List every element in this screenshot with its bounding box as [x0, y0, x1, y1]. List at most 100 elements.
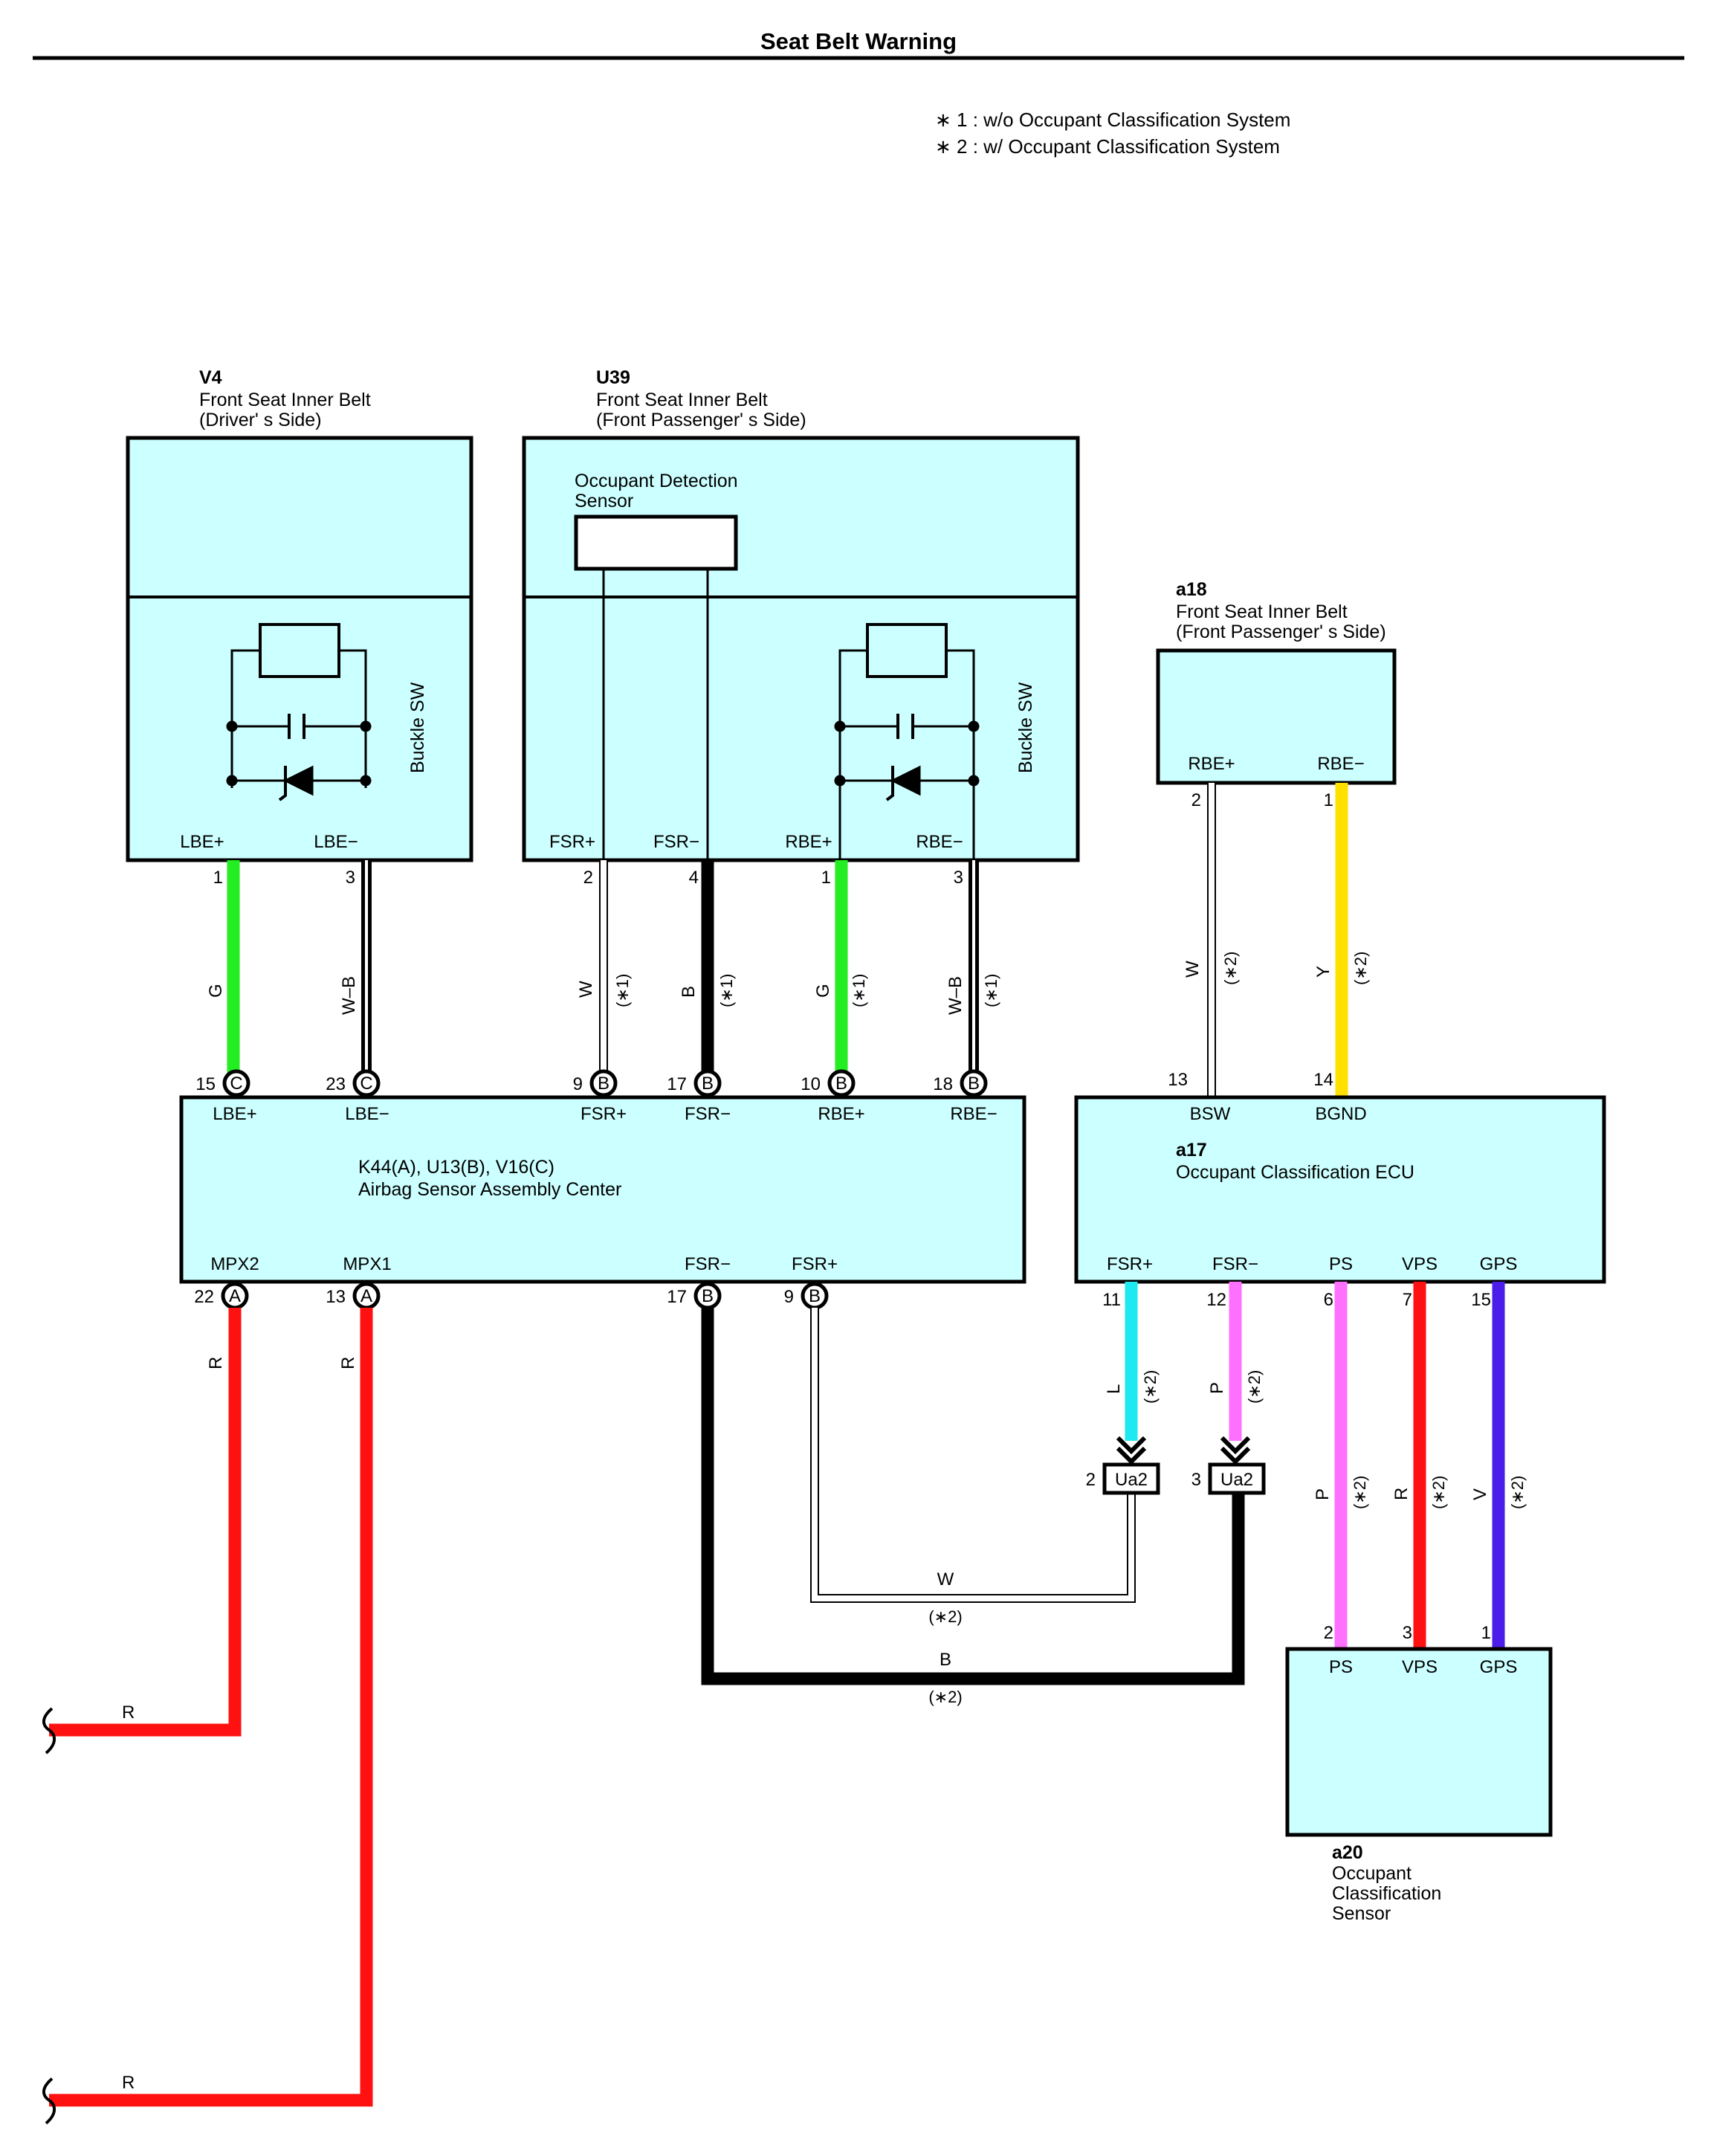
airbag-center-box: [179, 1095, 1026, 1284]
center-pin-fsr-minus: FSR−: [685, 1104, 731, 1124]
wire-ecu-fsr-minus-note: (∗2): [1245, 1370, 1264, 1404]
center-bottom-pin-22: 22: [194, 1287, 214, 1307]
wire-ps-color: P: [1313, 1488, 1333, 1500]
center-bottom-pin-13: 13: [326, 1287, 346, 1307]
u39-code: U39: [596, 367, 630, 388]
u39-pin-num-2: 2: [583, 868, 593, 888]
center-name: Airbag Sensor Assembly Center: [358, 1179, 621, 1200]
wire-rbe-minus-upper-color: W–B: [945, 976, 966, 1015]
u39-buckle-sw-label: Buckle SW: [1015, 682, 1036, 773]
wire-fsr-plus-lower-note: (∗2): [928, 1607, 962, 1626]
ua2-connector-1: [1102, 1462, 1160, 1495]
a17-bottom-pin-7: 7: [1403, 1290, 1412, 1310]
center-pin-mpx2: MPX2: [210, 1254, 259, 1274]
component-a17: 13 14 BSW BGND a17 Occupant Classificati…: [1074, 1070, 1606, 1310]
component-a18: a18 Front Seat Inner Belt (Front Passeng…: [1156, 579, 1397, 810]
center-conn-letter-5: B: [835, 1074, 847, 1094]
a17-code: a17: [1176, 1140, 1207, 1161]
center-pin-rbe-plus: RBE+: [818, 1104, 864, 1124]
u39-sensor-label-2: Sensor: [575, 491, 633, 511]
ua2-pin-2: 2: [1086, 1470, 1096, 1490]
wire-ps-note: (∗2): [1351, 1476, 1369, 1509]
a17-bottom-pin-6: 6: [1324, 1290, 1333, 1310]
wire-fsr-plus-upper-note: (∗1): [613, 974, 632, 1007]
ua2-label-2: Ua2: [1220, 1470, 1253, 1490]
a17-bottom-pin-15: 15: [1471, 1290, 1491, 1310]
v4-pin-num-3: 3: [346, 868, 355, 888]
center-pin-fsr-plus-bottom: FSR+: [792, 1254, 838, 1274]
wire-lbe-minus-color: W–B: [339, 976, 359, 1015]
wire-fsr-minus-lower-note: (∗2): [928, 1688, 962, 1706]
wire-lbe-plus-color: G: [206, 984, 226, 998]
wire-mpx2: [49, 1308, 242, 1737]
page-title: Seat Belt Warning: [760, 28, 957, 54]
a17-bottom-pin-12: 12: [1206, 1290, 1226, 1310]
v4-pin-lbe-minus: LBE−: [314, 832, 358, 852]
a20-name-line1: Occupant: [1332, 1863, 1412, 1884]
wire-fsr-minus-lower: [701, 1308, 1245, 1685]
v4-buckle-sw-label: Buckle SW: [407, 682, 428, 773]
v4-pretensioner-circuit: [226, 623, 372, 801]
wire-fsr-plus-upper-color: W: [576, 981, 596, 998]
wire-fsr-minus-upper-note: (∗1): [717, 974, 736, 1007]
v4-pin-num-1: 1: [213, 868, 223, 888]
u39-pin-rbe-minus: RBE−: [916, 832, 963, 852]
a17-bottom-pin-11: 11: [1102, 1290, 1121, 1310]
lower-wires: R R R R B (∗2) W (∗2) L (∗2) P (∗2) Ua2: [42, 1282, 1527, 2125]
wire-mpx1-color: R: [338, 1357, 358, 1369]
wire-ecu-fsr-plus-color: L: [1104, 1384, 1124, 1394]
u39-pin-rbe-plus: RBE+: [785, 832, 832, 852]
component-u39: U39 Front Seat Inner Belt (Front Passeng…: [522, 367, 1080, 888]
a20-pin-num-3: 3: [1403, 1623, 1412, 1643]
u39-name-line1: Front Seat Inner Belt: [596, 390, 768, 410]
wire-mpx1: [49, 1308, 373, 2107]
wire-mpx2-color: R: [206, 1357, 226, 1369]
wire-ecu-fsr-plus-note: (∗2): [1141, 1370, 1160, 1404]
a18-code: a18: [1176, 579, 1207, 600]
a17-pin-bsw: BSW: [1190, 1104, 1231, 1124]
a18-name-line2: (Front Passenger' s Side): [1176, 622, 1386, 642]
a17-name: Occupant Classification ECU: [1176, 1162, 1414, 1183]
wire-mpx1-break: [42, 2077, 56, 2125]
a18-pin-rbe-minus: RBE−: [1317, 754, 1364, 774]
u39-pin-num-4: 4: [689, 868, 699, 888]
center-top-connectors: [222, 1069, 988, 1097]
a20-name-line3: Sensor: [1332, 1903, 1391, 1924]
a17-pin-ps: PS: [1329, 1254, 1353, 1274]
occupant-detection-sensor: [574, 514, 738, 571]
center-top-pin-18: 18: [933, 1074, 953, 1094]
v4-name-line2: (Driver' s Side): [199, 410, 322, 430]
center-top-pin-23: 23: [326, 1074, 346, 1094]
u39-sensor-label-1: Occupant Detection: [575, 471, 738, 491]
a18-pin-rbe-plus: RBE+: [1188, 754, 1235, 774]
wire-bsw-note: (∗2): [1221, 952, 1240, 985]
center-conn-letter-4: B: [702, 1074, 714, 1094]
center-conn-letter-6: B: [968, 1074, 980, 1094]
center-conn-letter-3: B: [598, 1074, 609, 1094]
a18-box: [1156, 648, 1397, 785]
a20-name-line2: Classification: [1332, 1883, 1441, 1904]
center-bottom-connectors: [221, 1282, 829, 1310]
center-conn-letter-2: C: [360, 1074, 372, 1094]
v4-box: [126, 436, 473, 862]
u39-pin-num-1: 1: [821, 868, 831, 888]
center-conn-letter-1: C: [230, 1074, 242, 1094]
u39-name-line2: (Front Passenger' s Side): [596, 410, 806, 430]
center-pin-lbe-plus: LBE+: [213, 1104, 256, 1124]
ua2-label-1: Ua2: [1115, 1470, 1148, 1490]
component-airbag-center: C C B B B B 15 23 9 17 10 18 LBE+ LBE− F…: [179, 1069, 1026, 1310]
center-bottom-letter-2: A: [360, 1286, 372, 1306]
ua2-connector-2: [1208, 1462, 1266, 1495]
a20-pin-num-2: 2: [1324, 1623, 1333, 1643]
v4-name-line1: Front Seat Inner Belt: [199, 390, 371, 410]
component-a20: 2 3 1 PS VPS GPS a20 Occupant Classifica…: [1285, 1623, 1553, 1924]
v4-pin-lbe-plus: LBE+: [180, 832, 224, 852]
a17-pin-bgnd: BGND: [1315, 1104, 1366, 1124]
wire-mpx2-break: [42, 1707, 56, 1755]
ua2-pin-3: 3: [1191, 1470, 1201, 1490]
center-top-pin-15: 15: [195, 1074, 216, 1094]
note-2: ∗ 2 : w/ Occupant Classification System: [935, 135, 1280, 158]
u39-pin-fsr-minus: FSR−: [653, 832, 699, 852]
center-pin-rbe-minus: RBE−: [950, 1104, 997, 1124]
